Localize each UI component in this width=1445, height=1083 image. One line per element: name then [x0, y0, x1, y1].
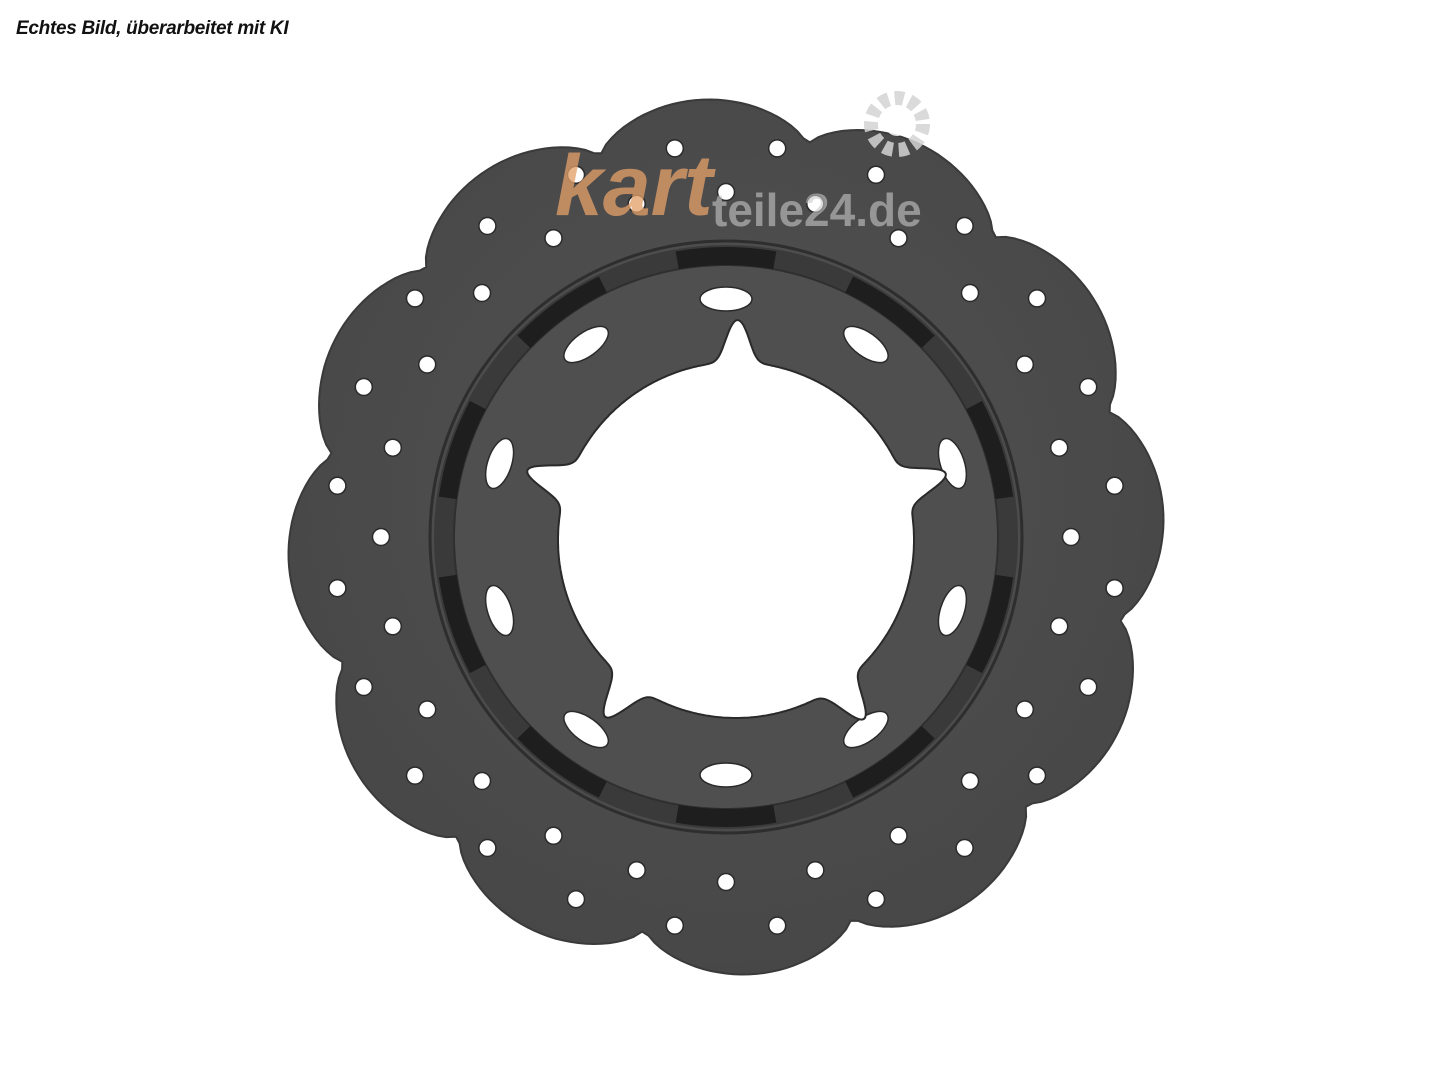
drill-hole — [354, 677, 374, 697]
drill-hole — [405, 766, 425, 785]
drill-hole — [1027, 289, 1047, 308]
drill-hole — [1049, 617, 1069, 636]
drill-hole — [478, 216, 497, 236]
drill-hole — [806, 860, 825, 880]
drill-holes — [328, 139, 1124, 935]
drill-hole — [716, 182, 736, 202]
drill-hole — [405, 289, 425, 308]
drill-hole — [627, 194, 646, 214]
drill-hole — [328, 578, 347, 598]
drill-hole — [1061, 527, 1081, 547]
drill-hole — [417, 700, 437, 719]
ventilation-slot — [438, 400, 486, 500]
drill-hole — [889, 228, 908, 248]
drill-hole — [955, 216, 974, 236]
drill-hole — [665, 139, 685, 158]
ventilation-slot — [845, 276, 935, 349]
drill-hole — [1078, 677, 1098, 697]
drill-hole — [383, 438, 403, 457]
drill-hole — [417, 355, 437, 374]
drill-hole — [960, 283, 980, 303]
ventilation-slot — [517, 276, 607, 349]
drill-hole — [566, 165, 586, 185]
drill-hole — [472, 771, 492, 791]
drill-hole — [354, 377, 374, 397]
drill-hole — [1105, 476, 1124, 496]
gear-icon — [864, 91, 930, 157]
drill-hole — [627, 860, 646, 880]
drill-hole — [544, 826, 563, 846]
image-caption: Echtes Bild, überarbeitet mit KI — [16, 18, 289, 39]
drill-hole — [955, 838, 974, 858]
carrier-cutout — [484, 584, 515, 637]
ventilation-slot — [845, 725, 935, 798]
ventilation-slot — [517, 725, 607, 798]
drill-hole — [328, 476, 347, 496]
drill-hole — [960, 771, 980, 791]
carrier-cutout — [842, 325, 889, 364]
drill-hole — [472, 283, 492, 303]
drill-hole — [866, 889, 886, 909]
ventilation-slots — [438, 247, 1014, 827]
drill-hole — [665, 916, 685, 935]
drill-hole — [566, 889, 586, 909]
drill-hole — [1027, 766, 1047, 785]
drill-hole — [806, 194, 825, 214]
drill-hole — [866, 165, 886, 185]
watermark-word-2: teile24.de — [712, 184, 922, 236]
carrier-ring-edge — [428, 239, 1024, 835]
drill-hole — [544, 228, 563, 248]
drill-hole — [478, 838, 497, 858]
drill-hole — [371, 527, 391, 547]
drill-hole — [1105, 578, 1124, 598]
drill-hole — [716, 872, 736, 892]
drill-hole — [1078, 377, 1098, 397]
ventilation-slot — [438, 574, 486, 674]
drill-hole — [1015, 355, 1035, 374]
watermark-word-1: kart — [555, 138, 716, 234]
drill-hole — [889, 826, 908, 846]
ventilation-slot — [675, 804, 777, 827]
carrier-cutout — [563, 325, 610, 364]
drill-hole — [383, 617, 403, 636]
shop-watermark: kart teile24.de — [555, 91, 930, 236]
drill-hole — [767, 916, 787, 935]
carrier-cutout — [699, 286, 753, 312]
carrier-cutout — [563, 710, 610, 749]
ventilation-slot — [966, 400, 1014, 500]
carrier-cutout — [937, 584, 968, 637]
ventilation-slot — [966, 574, 1014, 674]
carrier-cutout — [699, 762, 753, 788]
hub-mount-cutout — [526, 318, 947, 721]
drill-hole — [1049, 438, 1069, 457]
drill-hole — [767, 139, 787, 158]
drill-hole — [1015, 700, 1035, 719]
carrier-cutout — [484, 437, 515, 490]
ventilation-slot — [675, 247, 777, 270]
